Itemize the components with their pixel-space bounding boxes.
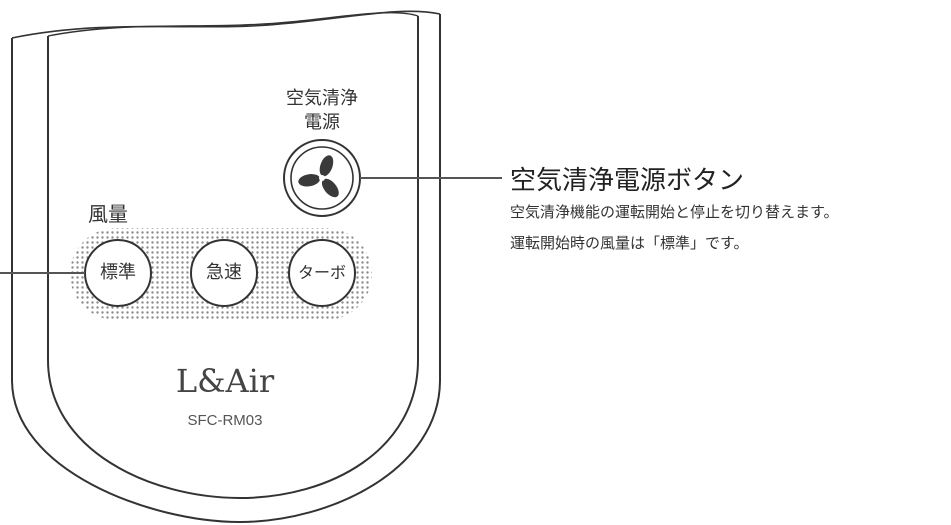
fan-icon: [298, 155, 339, 198]
fan-speed-group-label: 風量: [88, 202, 128, 226]
cut-edge-outer: [11, 10, 441, 39]
callout-description-line1: 空気清浄機能の運転開始と停止を切り替えます。: [510, 203, 839, 221]
cut-edge-inner: [47, 11, 419, 37]
fan-speed-rapid-button[interactable]: [190, 239, 258, 307]
callout-title: 空気清浄電源ボタン: [510, 166, 745, 196]
power-button-label-line1: 空気清浄: [286, 88, 358, 109]
power-button-label-line2: 電源: [304, 112, 340, 133]
model-number: SFC-RM03: [187, 412, 263, 429]
remote-body-inner-outline: [47, 16, 419, 500]
fan-speed-rapid-label: 急速: [206, 262, 242, 283]
callout-description-line2: 運転開始時の風量は「標準」です。: [510, 234, 749, 252]
brand-logo: L&Air: [175, 362, 275, 400]
fan-speed-standard-label: 標準: [100, 262, 136, 283]
fan-speed-turbo-label: ターボ: [297, 263, 346, 282]
fan-speed-turbo-button[interactable]: [288, 239, 356, 307]
remote-body-outline: [11, 14, 441, 524]
